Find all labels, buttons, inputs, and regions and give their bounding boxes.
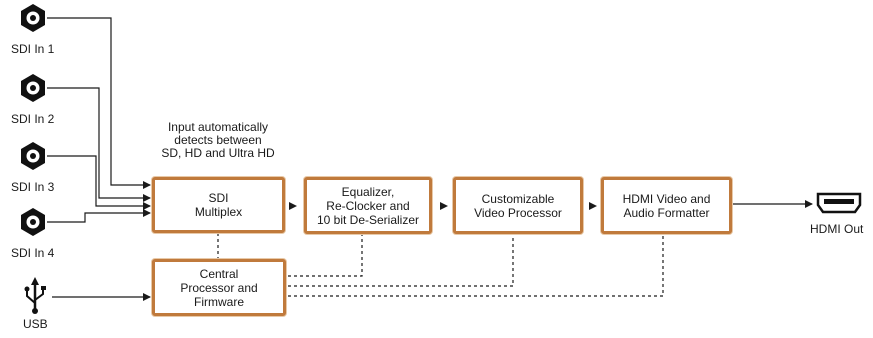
hdmi-port-icon (816, 192, 862, 214)
central-processor-label: Central Processor and Firmware (180, 266, 258, 309)
hdmi-formatter-block: HDMI Video and Audio Formatter (601, 177, 732, 234)
equalizer-block: Equalizer, Re-Clocker and 10 bit De-Seri… (304, 177, 432, 234)
bnc-connector-icon (21, 142, 45, 170)
sdi-multiplex-label: SDI Multiplex (194, 191, 243, 219)
bnc-connector-icon (21, 74, 45, 102)
sdi-in-3-label: SDI In 3 (11, 180, 55, 194)
control-bus-lines (217, 233, 664, 297)
usb-label: USB (23, 317, 48, 331)
chain-arrows (289, 200, 813, 210)
equalizer-label: Equalizer, Re-Clocker and 10 bit De-Seri… (316, 184, 420, 227)
sdi-input-lines (47, 17, 151, 301)
sdi-in-2-label: SDI In 2 (11, 112, 55, 126)
hdmi-formatter-label: HDMI Video and Audio Formatter (622, 191, 711, 220)
video-processor-block: Customizable Video Processor (453, 177, 583, 234)
video-processor-label: Customizable Video Processor (474, 191, 562, 220)
usb-icon (24, 277, 46, 314)
sdi-in-1-label: SDI In 1 (11, 42, 55, 56)
hdmi-out-label: HDMI Out (810, 222, 864, 236)
central-processor-block: Central Processor and Firmware (152, 259, 286, 316)
bnc-connector-icon (21, 208, 45, 236)
sdi-in-4-label: SDI In 4 (11, 246, 55, 260)
sdi-multiplex-block: SDI Multiplex (152, 177, 285, 233)
auto-detect-note: Input automatically detects between SD, … (161, 120, 275, 160)
bnc-connector-icon (21, 4, 45, 32)
